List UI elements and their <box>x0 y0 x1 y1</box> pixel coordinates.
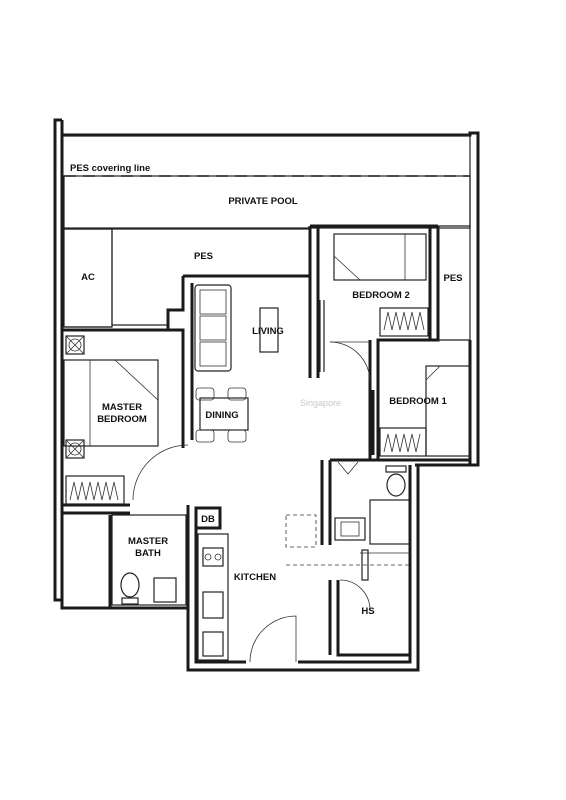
coffee-table <box>259 307 279 353</box>
pes-top-area <box>64 228 310 328</box>
watermark: Singapore <box>300 398 341 408</box>
pes-top-label: PES <box>194 251 213 262</box>
bedroom1-wardrobe <box>379 427 427 457</box>
master-wardrobe <box>65 475 125 505</box>
master-bath-fixtures <box>111 514 187 606</box>
ac-label: AC <box>81 272 95 283</box>
master-bedroom-label-2: BEDROOM <box>97 414 147 425</box>
master-bedside-2 <box>65 439 85 459</box>
pes-right-area <box>438 225 470 341</box>
kitchen-door-swing <box>249 615 297 663</box>
kitchen-counter <box>197 533 229 661</box>
master-bedside-1 <box>65 335 85 355</box>
dining-label: DINING <box>205 410 238 421</box>
sofa <box>194 284 232 372</box>
bedroom2-wardrobe <box>379 307 429 337</box>
hs-door-swing <box>339 579 371 611</box>
apartment-walls <box>60 224 472 672</box>
bedroom2-label: BEDROOM 2 <box>352 290 410 301</box>
dining-set <box>195 387 249 443</box>
private-pool <box>63 175 471 229</box>
kitchen-label: KITCHEN <box>234 572 276 583</box>
bedroom2-door-swing <box>329 341 371 383</box>
master-door-swing <box>132 444 189 501</box>
bedroom1-label: BEDROOM 1 <box>389 396 447 407</box>
private-pool-label: PRIVATE POOL <box>228 196 298 207</box>
bedroom1-bed <box>425 365 471 457</box>
yard-area <box>285 514 410 581</box>
master-bed <box>63 359 159 447</box>
db-label: DB <box>201 514 215 525</box>
pes-covering-line-label: PES covering line <box>70 163 150 174</box>
ac-ledge <box>63 228 113 328</box>
master-bath-label-2: BATH <box>135 548 161 559</box>
bath2-fixtures <box>334 461 411 545</box>
master-bedroom-label-1: MASTER <box>102 402 142 413</box>
living-sliding-door <box>319 300 325 372</box>
bedroom2-bed <box>333 233 427 281</box>
pes-right-label: PES <box>443 273 462 284</box>
living-label: LIVING <box>252 326 284 337</box>
master-bath-label-1: MASTER <box>128 536 168 547</box>
hs-label: HS <box>361 606 374 617</box>
